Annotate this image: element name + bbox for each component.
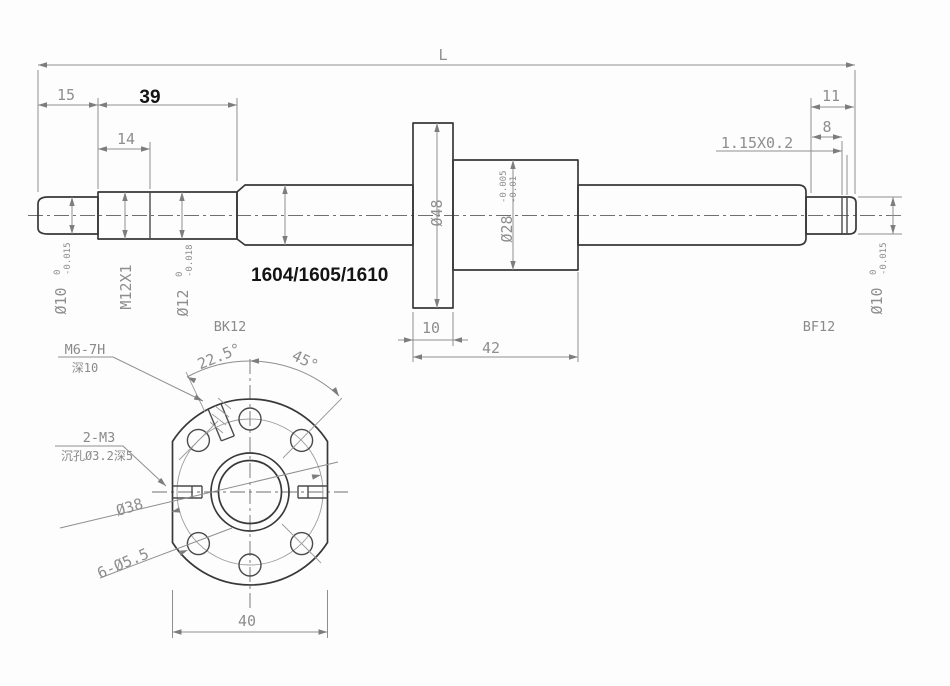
svg-text:Ø10: Ø10 [868,287,886,314]
side-view-dimension-lines [38,64,894,358]
dim-nut-length: 42 [482,339,500,357]
bolt-circle [176,418,324,566]
bolt-circle-dim-line [59,461,339,529]
dim-bolt-holes: 6-Ø5.5 [95,545,152,583]
tapped-hole-feature [207,397,235,442]
left-journal-outline [37,196,99,235]
dia-nut-flange: Ø48 [428,199,446,226]
dia-nut-body: Ø28 -0.005 -0.01 [498,170,519,242]
side-holes-leader [122,445,167,487]
side-view-extension-lines [37,70,902,362]
flange-outline [171,398,329,586]
bk12-label: BK12 [214,319,247,335]
dia-thread: M12X1 [117,264,135,309]
svg-text:Ø48: Ø48 [428,199,446,226]
tapped-hole-depth-note: 深10 [72,361,98,375]
svg-text:-0.015: -0.015 [879,242,889,275]
flange-end-view: M6-7H 深10 2-M3 沉孔Ø3.2深5 Ø38 6-Ø5.5 22.5°… [55,340,348,638]
side-holes-detail-note: 沉孔Ø3.2深5 [61,449,133,463]
bore-inner-circle [217,459,283,525]
dim-overall-length: L [438,46,447,64]
side-view: L 15 39 14 11 8 1.15X0.2 10 42 1604/1605… [28,46,902,362]
dim-groove-offset: 8 [822,118,831,136]
dim-groove-spec: 1.15X0.2 [721,134,793,152]
svg-text:-0.018: -0.018 [185,244,195,277]
svg-text:0: 0 [869,270,879,275]
side-view-arrowheads [38,62,896,360]
svg-text:-0.01: -0.01 [509,176,519,203]
svg-text:0: 0 [175,272,185,277]
tapped-hole-note: M6-7H [65,342,106,358]
svg-text:Ø38: Ø38 [114,495,145,520]
svg-text:45°: 45° [289,346,321,374]
svg-text:M12X1: M12X1 [117,264,135,309]
screw-body-left-outline [236,184,414,246]
bolt-holes-leader [99,527,233,579]
dim-bolt-circle: Ø38 [114,495,145,520]
svg-text:Ø28: Ø28 [498,215,516,242]
screw-body-right-outline [577,184,807,246]
svg-text:-0.005: -0.005 [499,170,509,203]
dim-left-end-length: 39 [139,87,160,108]
dim-angle-tapped-hole: 22.5° [195,340,244,374]
bf12-label: BF12 [803,319,836,335]
dim-thread-length: 14 [117,130,135,148]
dim-angle-bolt-hole: 45° [289,346,321,374]
angle-arcs [186,360,340,397]
dim-left-journal-length: 15 [57,86,75,104]
tapped-hole-leader [112,356,204,402]
dim-flat-width: 40 [238,612,256,630]
svg-text:0: 0 [53,270,63,275]
side-holes-note: 2-M3 [83,430,116,446]
dia-right-journal: Ø10 0 -0.015 [868,242,889,314]
svg-text:-0.015: -0.015 [63,242,73,275]
svg-text:6-Ø5.5: 6-Ø5.5 [95,545,152,583]
right-journal-outline [805,196,857,235]
flat-width-dim [172,590,328,638]
dia-left-shoulder: Ø12 0 -0.018 [174,244,195,316]
dia-left-journal: Ø10 0 -0.015 [52,242,73,314]
svg-text:22.5°: 22.5° [195,340,244,374]
bolt-holes [186,407,314,577]
svg-text:Ø10: Ø10 [52,287,70,314]
svg-text:Ø12: Ø12 [174,289,192,316]
model-numbers-label: 1604/1605/1610 [251,265,388,286]
dim-right-end-length: 11 [822,87,840,105]
dim-flange-thickness: 10 [422,319,440,337]
